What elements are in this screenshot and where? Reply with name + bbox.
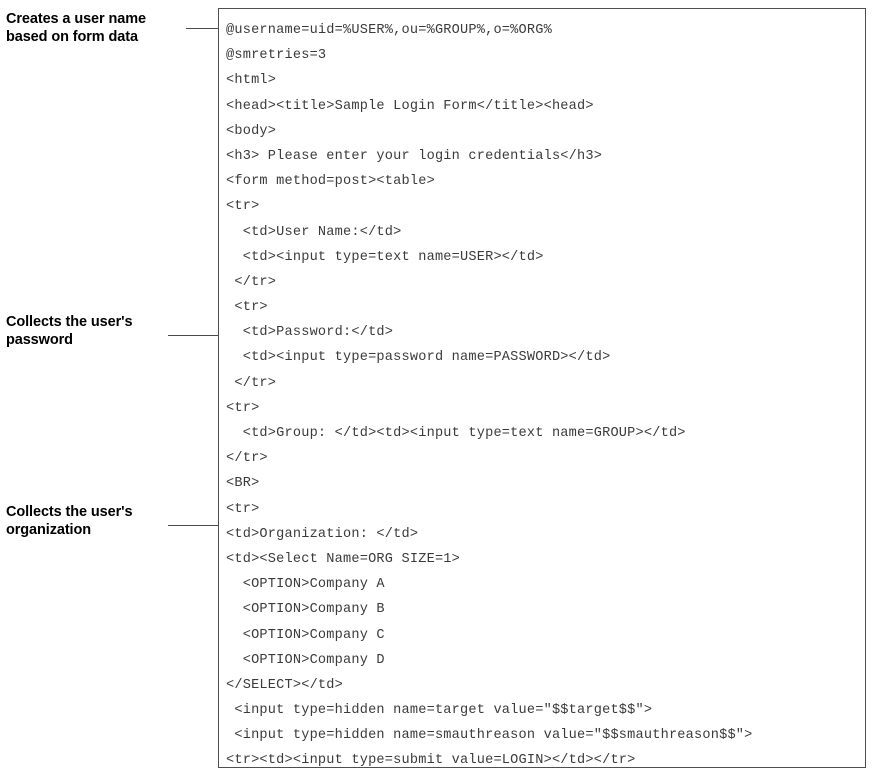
annotation-collects-organization: Collects the user's organization [6, 504, 133, 538]
code-line: <OPTION>Company B [226, 602, 385, 618]
code-line: @smretries=3 [226, 48, 327, 64]
code-panel: @username=uid=%USER%,ou=%GROUP%,o=%ORG% @… [218, 8, 866, 768]
code-line: <tr> [226, 501, 260, 517]
code-line: @username=uid=%USER%,ou=%GROUP%,o=%ORG% [226, 23, 552, 38]
code-line: <td><input type=password name=PASSWORD><… [226, 350, 611, 366]
code-line: <td>Password:</td> [226, 325, 394, 341]
code-line: <head><title>Sample Login Form</title><h… [226, 98, 594, 114]
code-line: <td>Group: </td><td><input type=text nam… [226, 426, 686, 441]
code-line: <body> [226, 123, 277, 139]
code-line: <OPTION>Company A [226, 577, 385, 593]
code-line: </tr> [226, 451, 268, 467]
code-line: <tr> [226, 199, 260, 215]
leader-line-collects-organization [168, 525, 219, 526]
leader-line-collects-password [168, 335, 219, 336]
code-line: <td><Select Name=ORG SIZE=1> [226, 551, 461, 567]
code-line: </tr> [226, 375, 277, 391]
code-line: <OPTION>Company C [226, 627, 385, 643]
leader-line-creates-user-name [186, 28, 219, 29]
code-line: <h3> Please enter your login credentials… [226, 148, 603, 164]
code-line: <tr><td><input type=submit value=LOGIN><… [226, 753, 636, 768]
code-line: <td><input type=text name=USER></td> [226, 249, 544, 265]
code-line: <tr> [226, 300, 268, 316]
code-line: <tr> [226, 400, 260, 416]
code-line: <form method=post><table> [226, 174, 435, 190]
code-line: <html> [226, 73, 277, 89]
code-listing: @username=uid=%USER%,ou=%GROUP%,o=%ORG% @… [219, 9, 865, 768]
code-line: </SELECT></td> [226, 677, 344, 693]
code-line: <td>Organization: </td> [226, 526, 419, 542]
annotation-collects-password: Collects the user's password [6, 314, 133, 348]
code-line: <BR> [226, 476, 260, 492]
code-line: <OPTION>Company D [226, 652, 385, 668]
code-line: <td>User Name:</td> [226, 224, 402, 240]
code-line: <input type=hidden name=smauthreason val… [226, 728, 753, 744]
annotation-creates-user-name: Creates a user name based on form data [6, 11, 146, 45]
code-line: </tr> [226, 274, 277, 290]
code-line: <input type=hidden name=target value="$$… [226, 703, 653, 719]
